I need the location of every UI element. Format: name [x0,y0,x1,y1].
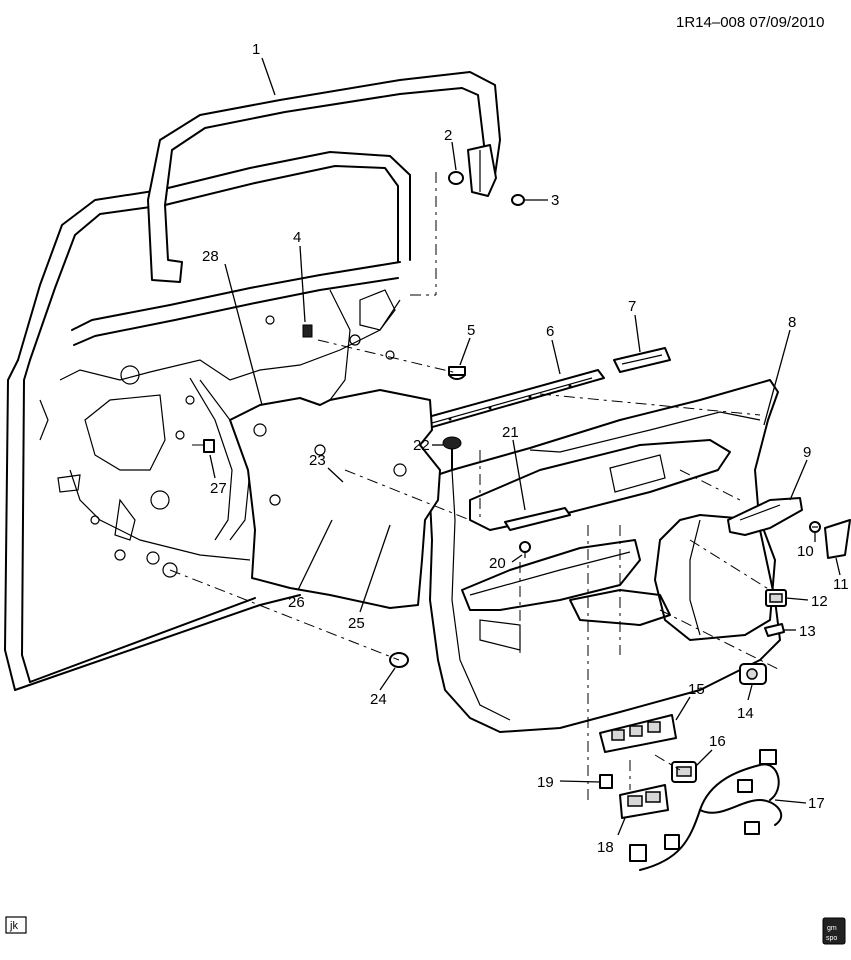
callout-16: 16 [709,733,726,750]
drafter-stamp: jk [5,916,27,934]
part-1-frame-molding [147,71,501,283]
gm-spo-logo: gm spo [822,917,846,945]
callout-15: 15 [688,681,705,698]
part-28-water-deflector [229,389,441,609]
callout-11: 11 [833,576,849,593]
callout-8: 8 [788,314,796,331]
callout-20: 20 [489,555,506,572]
part-21-pull-handle [504,507,571,531]
diagram-reference: 1R14–008 07/09/2010 [676,14,824,31]
callout-6: 6 [546,323,554,340]
callout-24: 24 [370,691,387,708]
callout-2: 2 [444,127,452,144]
part-19-clip [599,774,613,789]
leader-lines [209,57,841,836]
part-4-retainer [302,324,313,338]
drafter-initials: jk [9,920,18,932]
callout-23: 23 [309,452,326,469]
part-15-window-switch [599,714,677,753]
callout-14: 14 [737,705,754,722]
door-frame [4,151,411,691]
callout-19: 19 [537,774,554,791]
callout-4: 4 [293,229,301,246]
part-17-wiring-harness [629,749,783,871]
callout-9: 9 [803,444,811,461]
callout-26: 26 [288,594,305,611]
part-9-inside-handle [727,497,803,536]
part-5-grommet [448,366,466,380]
part-10-screw [809,521,821,533]
part-3-plug [511,194,525,206]
callout-13: 13 [799,623,816,640]
part-22-push-pin [442,436,462,471]
part-11-cover [824,519,851,559]
callout-labels: 1 2 3 4 5 6 7 8 9 10 11 12 13 14 15 16 1… [202,41,849,856]
part-12-switch [765,589,787,607]
callout-10: 10 [797,543,814,560]
logo-line-2: spo [826,935,837,942]
callout-27: 27 [210,480,227,497]
part-14-switch [739,663,767,685]
part-2-clip [448,171,464,185]
part-7-bracket [613,347,671,373]
callout-3: 3 [551,192,559,209]
callout-22: 22 [413,437,430,454]
callout-28: 28 [202,248,219,265]
callout-25: 25 [348,615,365,632]
callout-7: 7 [628,298,636,315]
callout-18: 18 [597,839,614,856]
logo-line-1: gm [827,925,837,932]
part-18-switch [619,784,669,819]
part-16-connector [671,761,697,783]
callout-21: 21 [502,424,519,441]
callout-17: 17 [808,795,825,812]
part-8-door-trim-panel [427,379,781,733]
part-27-clip [203,439,215,453]
callout-1: 1 [252,41,260,58]
callout-12: 12 [811,593,828,610]
part-13-clip [764,623,785,637]
part-20-screw [519,541,531,558]
callout-5: 5 [467,322,475,339]
assembly-lines [169,172,781,800]
